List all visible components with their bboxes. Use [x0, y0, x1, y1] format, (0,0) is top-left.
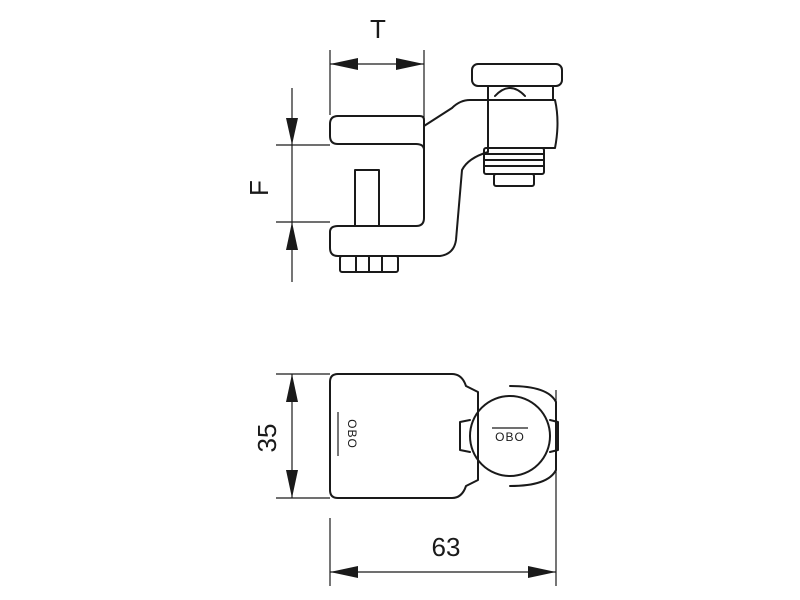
- plan-body-outline: [329, 373, 479, 499]
- side-elevation-view: T F: [244, 14, 563, 282]
- clamp-body-outline: [329, 99, 489, 257]
- bolt-nut-right: [483, 147, 545, 187]
- side-logo: OBO: [337, 412, 359, 456]
- dimension-label-63: 63: [432, 532, 461, 562]
- plan-view: 35 63 OBO OBO: [252, 373, 559, 586]
- bottom-nut: [339, 255, 399, 273]
- f-dimension-arrows: [276, 88, 330, 282]
- clamp-pin: [354, 169, 380, 227]
- dimension-35-arrows: [276, 373, 330, 499]
- bolt-head-round: [459, 385, 559, 487]
- dimension-label-t: T: [370, 14, 386, 44]
- bolt-head-top: [471, 63, 563, 101]
- top-logo: OBO: [495, 430, 525, 444]
- connector-body: [487, 99, 559, 149]
- dimension-label-35: 35: [252, 424, 282, 453]
- dimension-label-f: F: [244, 180, 274, 196]
- t-dimension-arrows: [330, 58, 424, 70]
- dimension-63-arrows: [329, 390, 557, 586]
- svg-text:OBO: OBO: [345, 419, 359, 449]
